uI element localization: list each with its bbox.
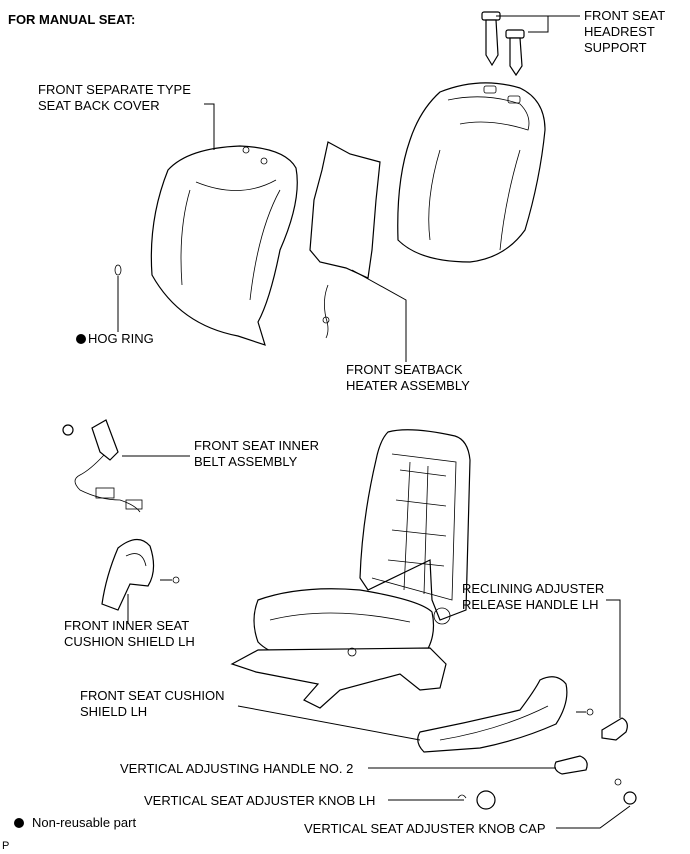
- legend-text: Non-reusable part: [32, 815, 137, 830]
- inner-cushion-shield-part: [101, 538, 180, 611]
- knob-cap-leader: [556, 805, 631, 829]
- knob-cap-label: VERTICAL SEAT ADJUSTER KNOB CAP: [304, 821, 546, 836]
- heater-assembly-part: [309, 141, 381, 339]
- headrest-support-leader: [496, 15, 549, 33]
- seat-back-cover-label: FRONT SEPARATE TYPE SEAT BACK COVER: [38, 82, 191, 113]
- cushion-shield-label: FRONT SEAT CUSHION SHIELD LH: [80, 688, 225, 719]
- seat-back-cover-part: [150, 145, 298, 346]
- non-reusable-dot-icon: [76, 334, 86, 344]
- knob-part: [457, 790, 496, 810]
- vertical-handle-label: VERTICAL ADJUSTING HANDLE NO. 2: [120, 761, 354, 776]
- vertical-handle-part: [554, 755, 622, 786]
- hog-ring-label: HOG RING: [76, 331, 154, 347]
- seat-frame-part: [230, 429, 471, 709]
- seat-back-assembled-part: [397, 82, 546, 263]
- hog-ring-part: [114, 264, 122, 332]
- figure-code: P: [2, 840, 10, 852]
- headrest-support-parts: [481, 11, 525, 77]
- hog-ring-text: HOG RING: [88, 331, 154, 346]
- cushion-shield-part: [417, 676, 594, 753]
- inner-cushion-shield-label: FRONT INNER SEAT CUSHION SHIELD LH: [64, 618, 195, 649]
- legend: Non-reusable part: [14, 815, 136, 831]
- reclining-handle-leader: [606, 599, 621, 718]
- knob-cap-part: [623, 791, 637, 805]
- heater-assembly-leader: [351, 269, 407, 362]
- reclining-handle-part: [601, 717, 628, 741]
- legend-dot-icon: [14, 818, 24, 828]
- heater-assembly-label: FRONT SEATBACK HEATER ASSEMBLY: [346, 362, 470, 393]
- seat-back-cover-leader: [204, 103, 215, 150]
- inner-belt-label: FRONT SEAT INNER BELT ASSEMBLY: [194, 438, 319, 469]
- cushion-shield-leader: [237, 705, 421, 741]
- headrest-support-label: FRONT SEAT HEADREST SUPPORT: [584, 8, 666, 55]
- reclining-handle-label: RECLINING ADJUSTER RELEASE HANDLE LH: [462, 581, 605, 612]
- knob-label: VERTICAL SEAT ADJUSTER KNOB LH: [144, 793, 376, 808]
- page-title: FOR MANUAL SEAT:: [8, 12, 136, 27]
- inner-belt-part: [62, 419, 143, 513]
